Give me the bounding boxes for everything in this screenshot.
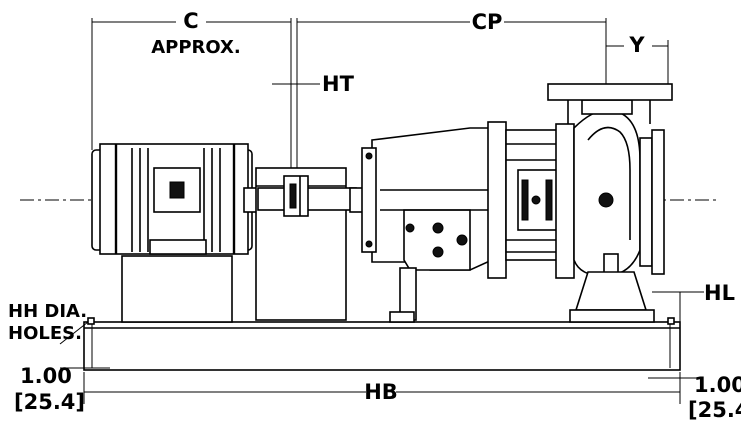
- dim-ht-label: HT: [322, 72, 355, 96]
- bearing-frame: [349, 121, 507, 323]
- dim-hl-label: HL: [704, 281, 735, 305]
- dimension-left-offset: 1.00 [25.4]: [14, 364, 110, 414]
- dim-left-offset-mm: [25.4]: [14, 390, 85, 414]
- dimension-y: Y: [606, 33, 669, 100]
- dim-y-label: Y: [628, 33, 645, 57]
- dim-hb-label: HB: [364, 380, 398, 404]
- pump-adapter: [505, 129, 563, 261]
- dim-right-offset-mm: [25.4]: [688, 398, 741, 422]
- dim-cp-label: CP: [472, 10, 503, 34]
- pump-casing: [547, 83, 673, 323]
- dimension-hh-holes: HH DIA. HOLES.: [8, 301, 89, 345]
- dimension-ht: HT: [272, 72, 355, 96]
- dimension-right-offset: 1.00 [25.4]: [648, 373, 741, 422]
- dimension-c: C APPROX.: [91, 9, 292, 170]
- dim-left-offset: 1.00: [20, 364, 72, 388]
- baseplate: [83, 317, 681, 371]
- dim-c-note: APPROX.: [151, 37, 241, 58]
- dimension-hl: HL: [652, 281, 735, 322]
- dim-hh-line1: HH DIA.: [8, 301, 87, 322]
- dimension-hb: HB: [83, 372, 681, 404]
- dim-c-label: C: [183, 9, 198, 33]
- motor: [91, 143, 259, 323]
- coupling-guard: [255, 167, 357, 321]
- dim-right-offset: 1.00: [694, 373, 741, 397]
- dim-hh-line2: HOLES.: [8, 323, 82, 344]
